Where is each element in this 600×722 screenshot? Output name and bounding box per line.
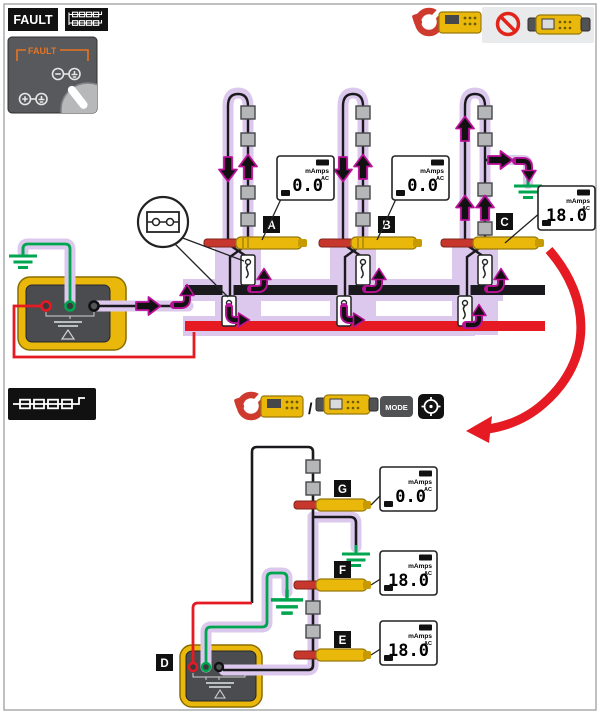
clamp-meter-icon	[412, 8, 481, 33]
branch-circuit-c	[440, 87, 544, 326]
svg-text:18.0: 18.0	[546, 206, 587, 226]
battery-icon	[396, 190, 405, 196]
green-earth-lead	[204, 571, 289, 667]
meter-display-e: mAmps AC 18.0	[379, 620, 438, 666]
callout-label-g: G	[334, 480, 351, 497]
rotary-knob-pointer	[67, 85, 88, 109]
callout-label-e: E	[334, 631, 351, 648]
fork-tester-icon	[527, 14, 591, 35]
clamp-probe-e	[293, 648, 371, 662]
svg-text:B: B	[382, 220, 390, 232]
circuit-wire	[223, 445, 315, 672]
battery-icon	[384, 501, 393, 507]
lcd-indicator-badge	[431, 159, 444, 166]
multi-circuit-icon	[65, 8, 108, 31]
warning-triangle-icon	[60, 328, 76, 340]
zoom-arrow	[466, 247, 586, 443]
fault-dial-panel: FAULT	[7, 36, 98, 114]
green-earth-lead	[21, 242, 72, 306]
svg-text:AC: AC	[424, 641, 432, 647]
warning-triangle-icon	[214, 688, 226, 699]
battery-icon	[384, 655, 393, 661]
svg-text:AC: AC	[424, 571, 432, 577]
svg-text:0.0: 0.0	[292, 176, 323, 196]
meter-display-g: mAmps AC 0.0	[379, 466, 438, 512]
current-arrow	[135, 296, 162, 316]
meter-display-f: mAmps AC 18.0	[379, 550, 438, 596]
svg-text:AC: AC	[424, 487, 432, 493]
svg-text:C: C	[500, 217, 508, 229]
lcd-indicator-badge	[316, 159, 329, 166]
svg-text:G: G	[338, 484, 347, 496]
plus-to-ground-icon	[18, 92, 48, 106]
signal-transmitter	[17, 276, 127, 351]
earth-ground-icon	[269, 587, 305, 615]
clamp-probe-f	[293, 578, 371, 592]
callout-label-f: F	[334, 561, 351, 578]
clamp-probe-g	[293, 498, 371, 512]
clamp-meter-icon	[234, 392, 303, 417]
svg-text:mAmps: mAmps	[566, 198, 590, 205]
red-test-lead	[12, 304, 196, 359]
black-jack	[88, 300, 100, 312]
callout-label-c: C	[496, 213, 513, 230]
svg-text:E: E	[339, 635, 347, 647]
red-jack	[187, 661, 199, 673]
red-jack	[40, 300, 52, 312]
black-jack	[213, 661, 225, 673]
meter-display-b: mAmps AC 0.0	[391, 155, 450, 201]
battery-icon	[281, 190, 290, 196]
meter-display-a: mAmps AC 0.0	[276, 155, 335, 201]
lcd-indicator-badge	[419, 470, 432, 477]
svg-text:mAmps: mAmps	[420, 168, 444, 175]
busbar-red	[185, 321, 545, 331]
svg-text:A: A	[267, 220, 275, 232]
jaw-alignment-icon	[418, 394, 444, 419]
svg-text:mAmps: mAmps	[408, 479, 432, 486]
callout-label-d: D	[156, 654, 173, 671]
svg-text:0.0: 0.0	[395, 487, 426, 507]
green-jack	[200, 661, 212, 673]
minus-to-ground-icon	[51, 67, 81, 81]
fault-mode-label: FAULT	[13, 13, 53, 27]
svg-text:mAmps: mAmps	[408, 633, 432, 640]
no-symbol-icon	[495, 11, 521, 37]
lcd-indicator-badge	[419, 624, 432, 631]
fault-wire	[313, 515, 358, 547]
svg-text:F: F	[339, 565, 346, 577]
svg-text:18.0: 18.0	[388, 571, 429, 591]
battery-icon	[542, 220, 551, 226]
svg-text:mAmps: mAmps	[408, 563, 432, 570]
lcd-indicator-badge	[419, 554, 432, 561]
lcd-indicator-badge	[577, 189, 590, 196]
green-jack	[64, 300, 76, 312]
figure-frame	[3, 3, 597, 711]
prohibited-tool-box	[482, 7, 594, 43]
earth-ground-icon	[7, 245, 39, 269]
mode-button: MODE	[380, 396, 413, 417]
svg-text:AC: AC	[436, 176, 444, 182]
fault-panel-title: FAULT	[28, 46, 57, 56]
fault-mode-header: FAULT	[8, 8, 108, 31]
battery-icon	[384, 585, 393, 591]
breaker-detail-callout	[136, 195, 245, 298]
svg-text:18.0: 18.0	[388, 641, 429, 661]
detail-view: D G F E mAmps AC 0.0 mAmps AC	[156, 445, 438, 708]
svg-text:mAmps: mAmps	[305, 168, 329, 175]
svg-text:AC: AC	[582, 206, 590, 212]
svg-text:MODE: MODE	[385, 403, 408, 412]
single-circuit-icon	[8, 388, 96, 420]
or-separator: /	[308, 401, 313, 418]
fork-tester-icon	[315, 394, 379, 415]
svg-text:AC: AC	[321, 176, 329, 182]
svg-text:D: D	[160, 658, 168, 670]
red-test-lead	[191, 601, 252, 667]
svg-text:0.0: 0.0	[407, 176, 438, 196]
meter-display-c: mAmps AC 18.0	[537, 185, 596, 231]
